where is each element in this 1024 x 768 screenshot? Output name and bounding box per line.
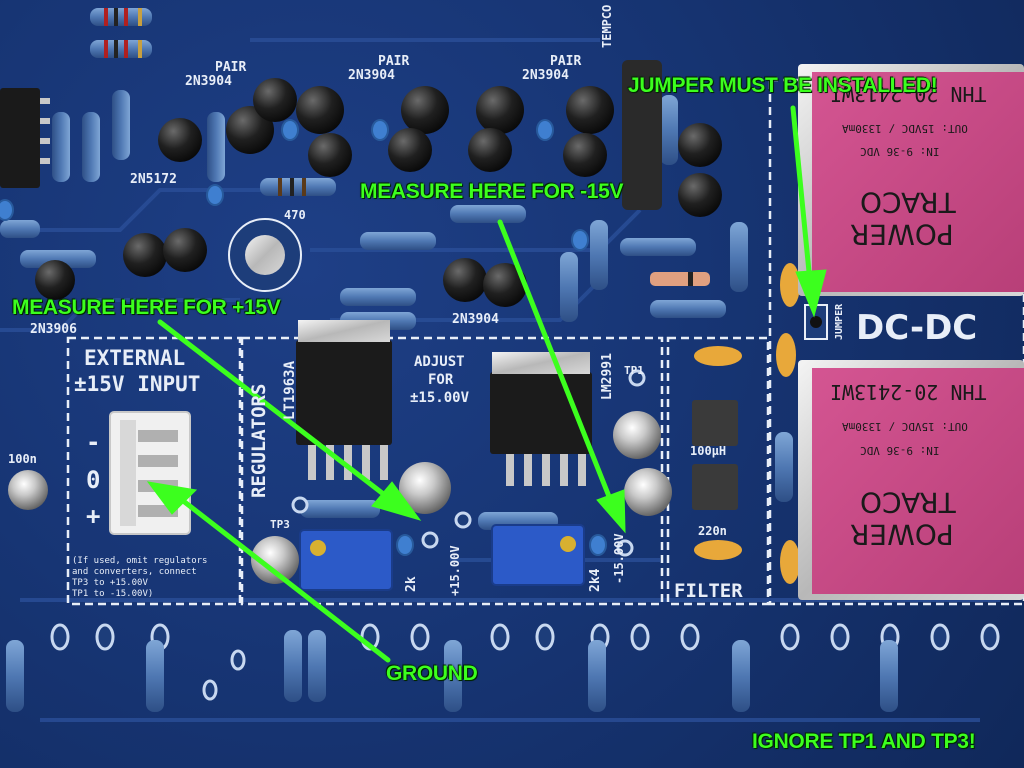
silk-pin-minus: - [86,428,101,456]
silk-pin-zero: 0 [86,466,101,494]
module-top-in: IN: 9-36 VDC [860,145,940,158]
annotation-measure-pos: MEASURE HERE FOR +15V [12,296,281,319]
silk-2n3906: 2N3906 [30,322,77,337]
silk-tp3: TP3 [270,518,290,531]
silk-pot1: 2k [404,576,419,592]
silk-dcdc: DC-DC [856,308,978,348]
resistors-top [0,8,793,530]
silk-plus15: +15.00V [448,545,462,596]
silk-pair-1-part: 2N3904 [185,74,232,89]
module-bottom-model: THN 20-2413WI [830,380,987,404]
silk-note-4: TP1 to -15.00V) [72,589,154,599]
silk-note-2: and converters, connect [72,567,197,577]
annotation-jumper: JUMPER MUST BE INSTALLED! [628,74,938,97]
silk-tp1: TP1 [624,364,644,377]
silk-note-3: TP3 to +15.00V [72,578,148,588]
silk-inductor: 100µH [690,444,727,458]
silk-cap100: 100n [8,452,37,466]
silk-2n3904: 2N3904 [452,312,499,327]
annotation-ground: GROUND [386,662,478,685]
silk-filter: FILTER [674,580,743,602]
trimpot-right [491,524,585,586]
silk-470: 470 [284,208,306,222]
regulator-lt1963a [296,320,392,480]
dcdc-module-top [798,64,1024,296]
silk-regulators: REGULATORS [248,383,270,498]
silk-2n5172: 2N5172 [130,172,177,187]
silk-pair-2: PAIR [378,54,410,69]
silk-external: EXTERNAL [84,346,186,370]
trimpot-left [299,529,393,591]
annotation-arrows [146,105,827,663]
module-top-out: OUT: 15VDC / 1330mA [842,122,968,135]
module-top-brand-1: TRACO [860,186,956,219]
annotation-measure-neg: MEASURE HERE FOR -15V [360,180,624,203]
silk-pair-3-part: 2N3904 [522,68,569,83]
silk-for: FOR [428,372,454,388]
transistors [35,78,722,307]
silk-minus15: -15.00V [612,533,626,584]
silk-pair-2-part: 2N3904 [348,68,395,83]
silk-pair-3: PAIR [550,54,582,69]
module-bottom-brand-2: POWER [850,518,954,551]
module-bottom-in: IN: 9-36 VDC [860,444,940,457]
silk-pair-1: PAIR [215,60,247,75]
silk-tempco: TEMPCO [600,4,614,48]
silk-pot2: 2k4 [588,568,603,592]
electrolytic-caps [8,411,672,584]
ic-chip [0,88,40,188]
dcdc-module-bottom [798,360,1024,600]
silk-jumper: JUMPER [834,303,845,340]
annotation-ignore: IGNORE TP1 AND TP3! [752,730,976,753]
silk-lt1963a: LT1963A [282,360,298,420]
silk-cap220: 220n [698,524,727,538]
module-bottom-out: OUT: 15VDC / 1330mA [842,420,968,433]
silk-pin-plus: + [86,502,101,530]
silk-adjust: ADJUST [414,354,465,370]
silk-adjust-value: ±15.00V [410,390,470,406]
module-bottom-brand-1: TRACO [860,486,956,519]
input-connector [109,411,191,535]
silk-note-1: (If used, omit regulators [72,556,208,566]
silk-lm2991: LM2991 [600,353,615,400]
module-top-brand-2: POWER [850,218,954,251]
silk-input: ±15V INPUT [74,372,201,396]
